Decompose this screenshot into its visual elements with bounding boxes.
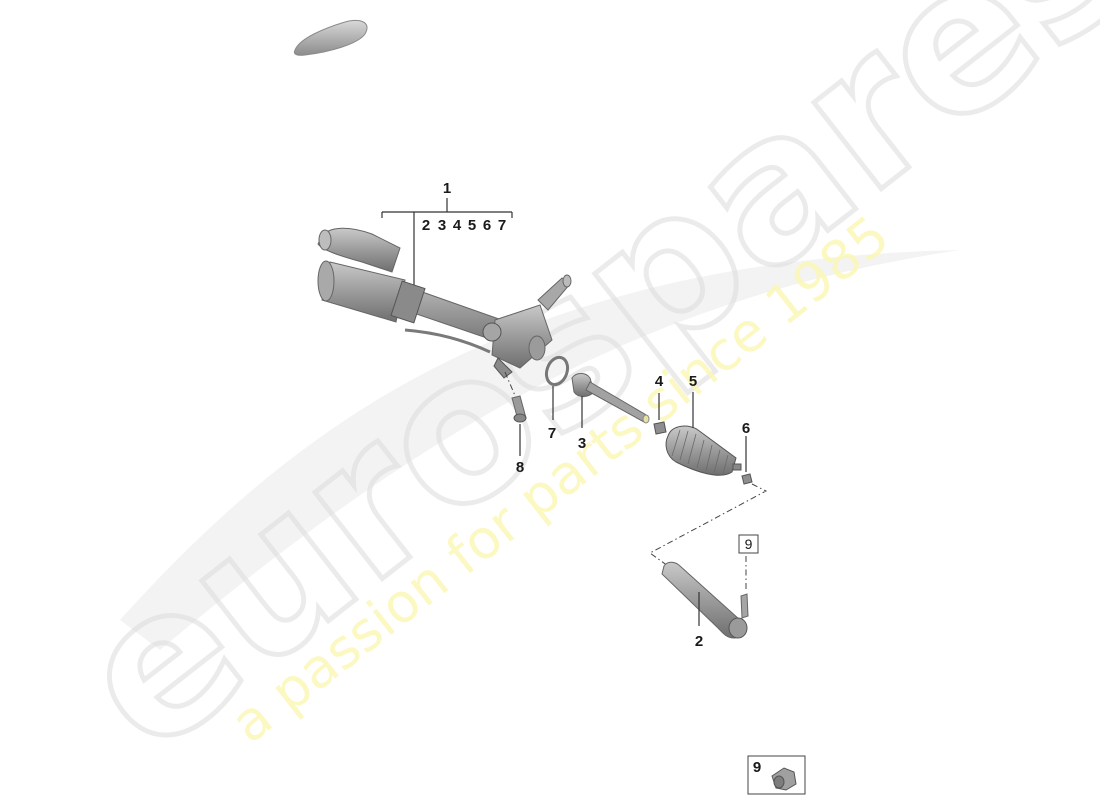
callout-7[interactable]: 7 [548, 425, 556, 442]
sub-number-4[interactable]: 4 [453, 217, 462, 234]
callout-4[interactable]: 4 [655, 373, 664, 390]
sub-number-5[interactable]: 5 [468, 217, 476, 234]
vehicle-thumbnail-icon [293, 20, 368, 56]
sub-number-7[interactable]: 7 [498, 217, 506, 234]
callout-1-sub-numbers: 2 3 4 5 6 7 [422, 217, 506, 234]
callout-3[interactable]: 3 [578, 435, 586, 452]
outer-tie-rod-end-part-2[interactable] [661, 561, 749, 639]
callout-5[interactable]: 5 [689, 373, 697, 390]
reference-box-9[interactable]: 9 [738, 534, 759, 554]
nut-part-6[interactable] [741, 473, 753, 485]
boot-part-5[interactable] [665, 425, 742, 476]
sub-number-3[interactable]: 3 [438, 217, 446, 234]
inner-tie-rod-part-3[interactable] [571, 373, 650, 424]
self-locking-nut-icon [771, 767, 797, 791]
callout-1[interactable]: 1 [443, 180, 451, 197]
callout-2[interactable]: 2 [695, 633, 703, 650]
nut-part-4[interactable] [653, 421, 667, 435]
steering-rack-part[interactable] [317, 227, 572, 379]
callout-1-bracket [381, 198, 513, 290]
callout-6[interactable]: 6 [742, 420, 750, 437]
inset-9-label: 9 [753, 759, 761, 776]
callout-8[interactable]: 8 [516, 459, 524, 476]
sub-number-6[interactable]: 6 [483, 217, 491, 234]
sub-number-2[interactable]: 2 [422, 217, 430, 234]
inset-part-9[interactable]: 9 [747, 755, 806, 795]
assembly-line [649, 483, 768, 567]
reference-9-label: 9 [745, 536, 753, 552]
o-ring-part-7[interactable] [543, 354, 571, 387]
bolt-part-8[interactable] [504, 371, 527, 423]
